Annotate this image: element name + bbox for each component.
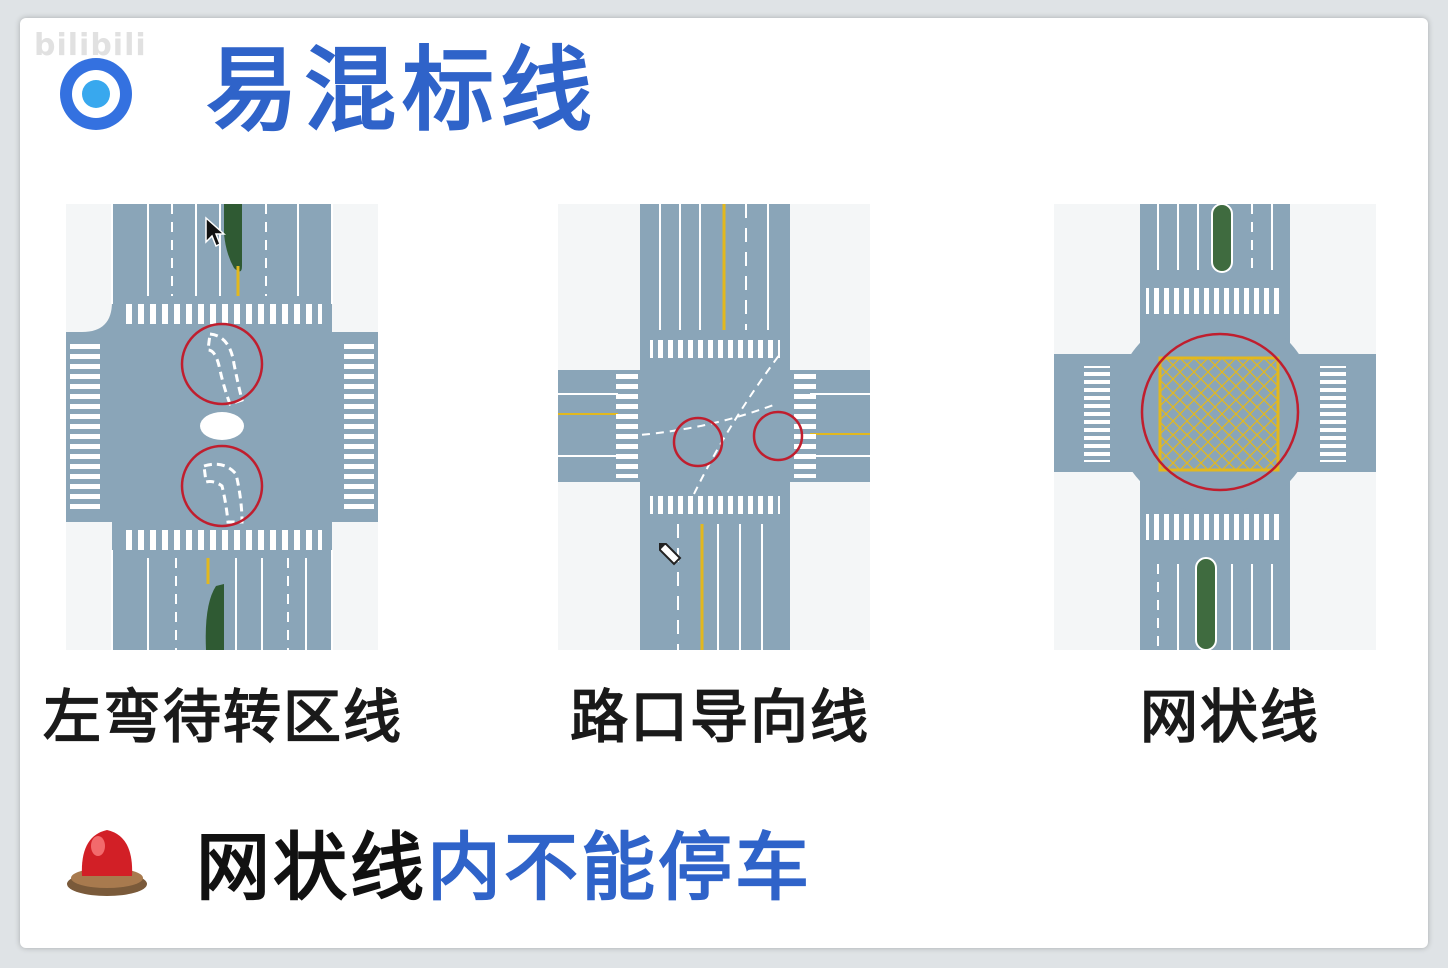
slide: bilibili 易混标线 [20, 18, 1428, 948]
watermark: bilibili [34, 28, 147, 63]
grid-line-diagram [1054, 204, 1376, 650]
left-turn-waiting-zone-diagram [66, 204, 378, 650]
label-intersection-guide-line: 路口导向线 [569, 683, 870, 751]
mouse-cursor-icon [205, 216, 226, 248]
target-circle-icon [60, 58, 132, 130]
rule-text-blue: 内不能停车 [427, 825, 812, 911]
label-left-turn-waiting-zone: 左弯待转区线 [42, 683, 403, 751]
pen-cursor-icon [659, 543, 682, 566]
rule-text: 网状线内不能停车 [196, 808, 812, 915]
red-siren-icon [67, 830, 147, 896]
rule-text-black: 网状线 [196, 825, 427, 911]
page-title: 易混标线 [206, 37, 599, 144]
intersection-guide-line-diagram [558, 204, 870, 650]
label-grid-line: 网状线 [1139, 683, 1320, 751]
